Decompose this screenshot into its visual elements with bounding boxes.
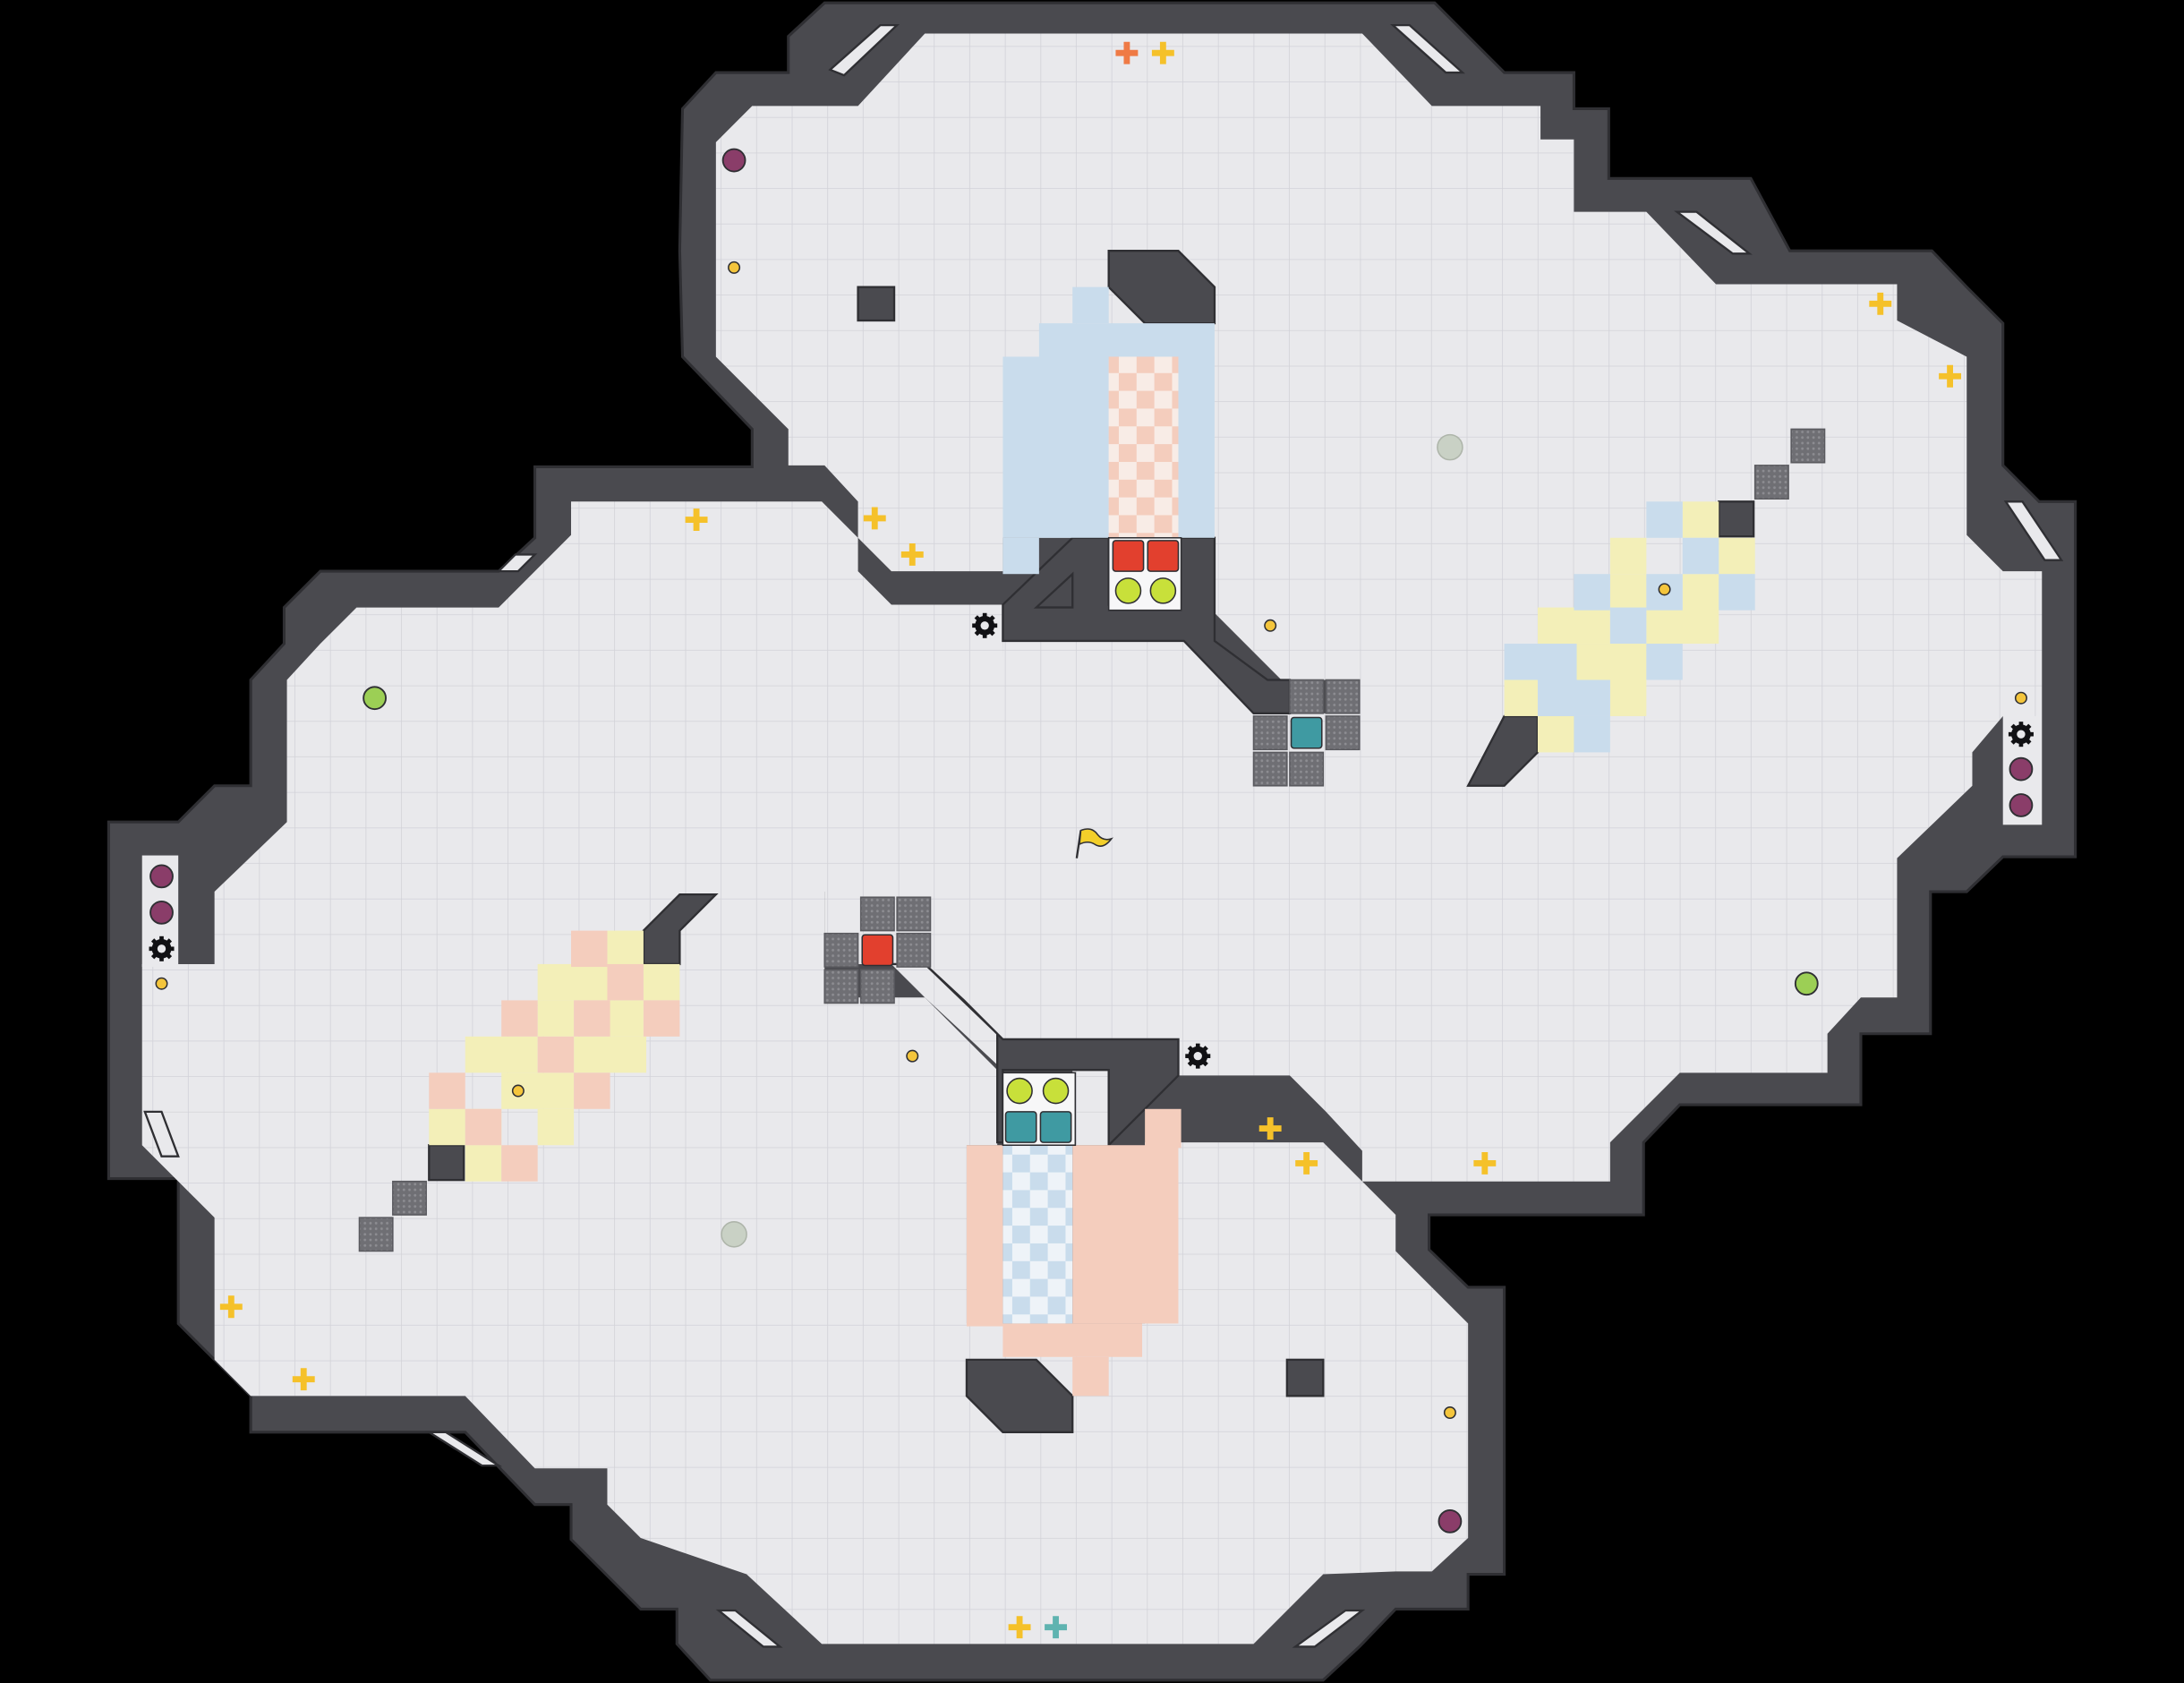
flag-icon[interactable] [1075, 828, 1113, 859]
orb-icon-green[interactable] [363, 686, 1819, 996]
orb-icon-purple[interactable] [149, 148, 2034, 1533]
zone-blue-top [1002, 286, 1215, 575]
zone-diagonal-left [429, 930, 680, 1182]
base-teal-bottom[interactable] [1002, 1072, 1077, 1147]
coin-icon[interactable] [155, 261, 2027, 1420]
base-red-top[interactable] [1107, 536, 1182, 611]
orb-icon-grey[interactable] [721, 433, 1463, 1248]
zone-checker-salmon [1108, 356, 1179, 538]
zone-checker-blue [1002, 1145, 1073, 1324]
wall-windows [143, 23, 2064, 1648]
base-red-left[interactable] [861, 934, 894, 967]
zone-diagonal-right [1504, 501, 1755, 753]
mesh-blocks [358, 428, 1826, 1252]
gear-icon[interactable] [149, 612, 2034, 1069]
base-teal-right[interactable] [1290, 716, 1323, 749]
arena-floor [141, 33, 2043, 1645]
zone-salmon-bottom [966, 1108, 1182, 1397]
